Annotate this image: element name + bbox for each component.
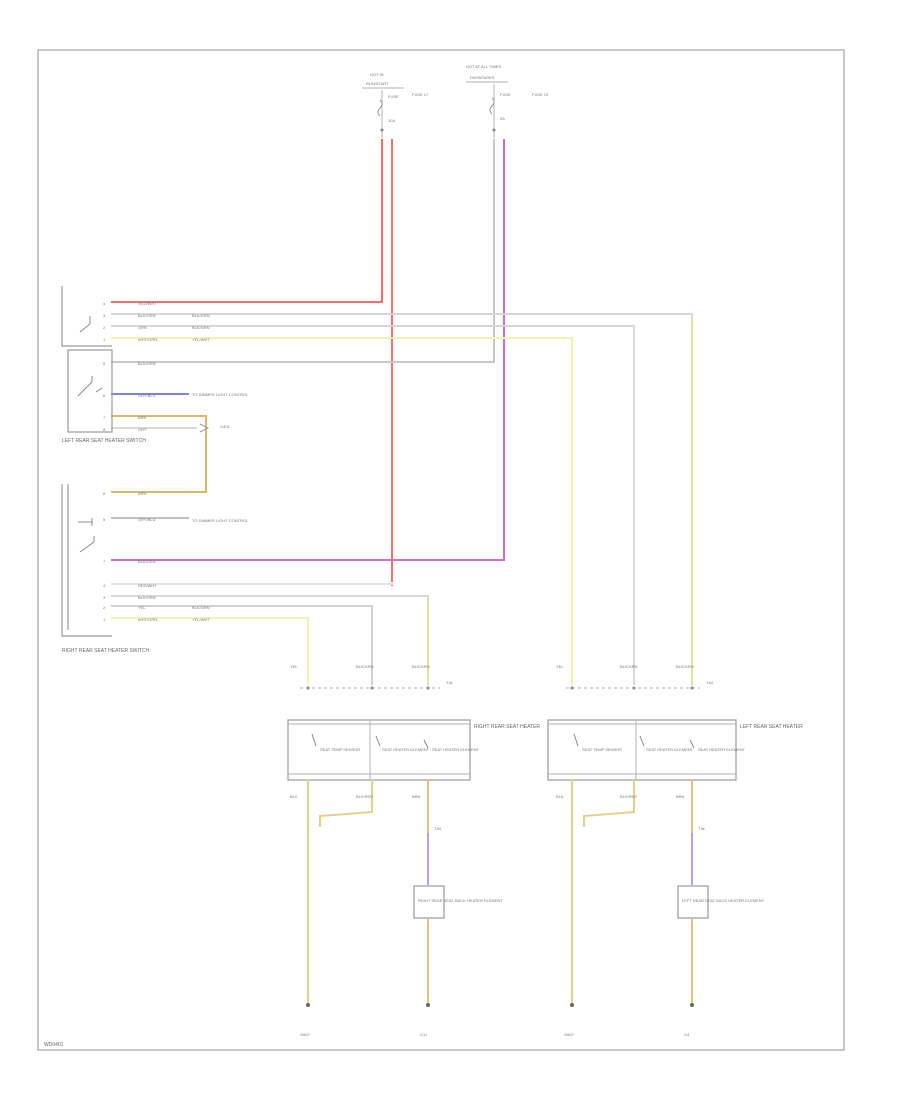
svg-text:5: 5 [103,361,106,366]
svg-text:BLK: BLK [290,794,298,799]
svg-text:SEAT TEMP SENSOR: SEAT TEMP SENSOR [320,747,360,752]
wire-red-wht-feed [111,139,383,303]
fuse-right-amps: 5A [500,116,505,121]
right-seat-module-name: RIGHT REAR SEAT HEATER [474,724,540,730]
wire-violet [111,139,505,561]
fuse-right-label: FUSE [500,92,511,97]
fuse-left-amps: 10A [388,118,395,123]
svg-text:4: 4 [103,301,106,306]
wire-blk-grn-1 [111,313,693,685]
svg-text:1: 1 [103,337,106,342]
right-rear-seat-heater-module: YEL BLK/GRN BLK/GRN T4k SEAT TEMP SENSOR… [287,664,540,1037]
svg-text:YEL: YEL [138,605,146,610]
svg-text:T3e: T3e [698,826,706,831]
svg-text:YEL/WHT: YEL/WHT [192,617,210,622]
right-rear-seat-heater-switch: 6 5 7 4 3 2 1 BRN GRY/BLU BLK/GRN RED/WH… [61,484,249,654]
svg-text:T3d: T3d [434,826,441,831]
left-switch-dimmer: TO DIMMER LIGHT CONTROL [192,392,249,397]
wire-yel-wht-2 [111,617,309,685]
svg-text:BLK: BLK [556,794,564,799]
svg-text:7: 7 [103,415,106,420]
footer-code: WD0401 [44,1042,64,1048]
fuse-left-source: HOT IN [370,72,384,77]
svg-text:BRN: BRN [676,794,685,799]
svg-text:T4d: T4d [706,680,713,685]
right-switch-dimmer: TO DIMMER LIGHT CONTROL [192,518,249,523]
svg-text:5: 5 [103,517,106,522]
svg-text:BLK/RED: BLK/RED [620,794,637,799]
svg-text:8: 8 [103,427,106,432]
svg-text:3: 3 [103,595,106,600]
fuse-left-label: FUSE [388,94,399,99]
svg-text:YEL: YEL [290,664,298,669]
svg-text:BLK/GRN: BLK/GRN [620,664,638,669]
right-switch-name: RIGHT REAR SEAT HEATER SWITCH [62,648,150,654]
left-rear-seat-heater-switch: 4 3 2 1 5 6 7 8 RED/WHT BLK/GRN GRN WHT/… [61,286,249,444]
svg-text:BLK/GRN: BLK/GRN [192,325,210,330]
fuse-right-source2: PASSENGER [470,75,495,80]
svg-text:BLK/GRN: BLK/GRN [138,313,156,318]
left-seat-module-name: LEFT REAR SEAT HEATER [740,724,803,730]
fuse-left-source2: RUN/START [366,81,389,86]
fuse-right-source: HOT AT ALL TIMES [466,64,501,69]
svg-text:BLK/GRN: BLK/GRN [356,664,374,669]
svg-text:GRN: GRN [138,325,147,330]
fuse-left-rating: FUSE 17 [412,92,429,97]
svg-text:2: 2 [103,325,106,330]
svg-text:SEAT HEATER ELEMENT: SEAT HEATER ELEMENT [646,747,694,752]
svg-text:RIGHT REAR SEAT BACK HEATER EL: RIGHT REAR SEAT BACK HEATER ELEMENT [418,898,503,903]
svg-text:SEAT HEATER ELEMENT: SEAT HEATER ELEMENT [698,747,746,752]
svg-text:LEFT REAR SEAT BACK HEATER ELE: LEFT REAR SEAT BACK HEATER ELEMENT [682,898,765,903]
svg-text:G4: G4 [684,1032,690,1037]
svg-text:RED/WHT: RED/WHT [138,583,157,588]
svg-text:RED/WHT: RED/WHT [138,301,157,306]
svg-text:BLK/GRN: BLK/GRN [676,664,694,669]
svg-text:BLK/GRN: BLK/GRN [192,605,210,610]
svg-text:BLK/GRN: BLK/GRN [412,664,430,669]
svg-text:G607: G607 [564,1032,575,1037]
svg-text:BLK/GRN: BLK/GRN [138,559,156,564]
svg-text:4: 4 [103,583,106,588]
svg-text:SEAT HEATER ELEMENT: SEAT HEATER ELEMENT [432,747,480,752]
svg-text:3: 3 [103,313,106,318]
diagram-frame [37,49,845,1051]
svg-text:YEL: YEL [556,664,564,669]
svg-text:2: 2 [103,605,106,610]
svg-text:6: 6 [103,393,106,398]
svg-text:BLK/GRN: BLK/GRN [192,313,210,318]
svg-text:BRN: BRN [412,794,421,799]
svg-text:6: 6 [103,491,106,496]
svg-text:BLK/GRN: BLK/GRN [138,595,156,600]
wire-blk-grn-3 [111,595,429,685]
svg-text:SEAT TEMP SENSOR: SEAT TEMP SENSOR [582,747,622,752]
svg-text:G607: G607 [300,1032,311,1037]
svg-text:WHT/GRN: WHT/GRN [138,337,157,342]
fuse-left: HOT IN RUN/START FUSE FUSE 17 10A [362,72,429,138]
fuse-right-rating: FUSE 19 [532,92,549,97]
svg-text:BRN: BRN [138,491,147,496]
svg-text:BLK/RED: BLK/RED [356,794,373,799]
svg-text:T4k: T4k [446,680,453,685]
svg-text:GRY: GRY [138,427,147,432]
left-switch-ground: G401 [220,424,231,429]
svg-text:YEL/WHT: YEL/WHT [192,337,210,342]
wire-brn-loop [111,415,207,493]
wire-gry-feed [111,139,495,363]
svg-text:SEAT HEATER ELEMENT: SEAT HEATER ELEMENT [382,747,430,752]
svg-text:BLK/GRN: BLK/GRN [138,361,156,366]
svg-text:G11: G11 [420,1032,428,1037]
svg-text:GRY/BLU: GRY/BLU [138,517,156,522]
wire-blk-grn-4 [111,605,373,685]
left-switch-name: LEFT REAR SEAT HEATER SWITCH [62,438,146,444]
svg-text:1: 1 [103,617,106,622]
svg-text:GRY/BLU: GRY/BLU [138,393,156,398]
svg-text:BRN: BRN [138,415,147,420]
left-rear-seat-heater-module: YEL BLK/GRN BLK/GRN T4d SEAT TEMP SENSOR… [547,664,803,1037]
svg-text:WHT/GRN: WHT/GRN [138,617,157,622]
wire-yel-wht-1 [111,337,573,685]
svg-text:7: 7 [103,559,106,564]
wire-blk-grn-2 [111,325,635,685]
fuse-right: HOT AT ALL TIMES PASSENGER FUSE FUSE 19 … [466,64,549,138]
